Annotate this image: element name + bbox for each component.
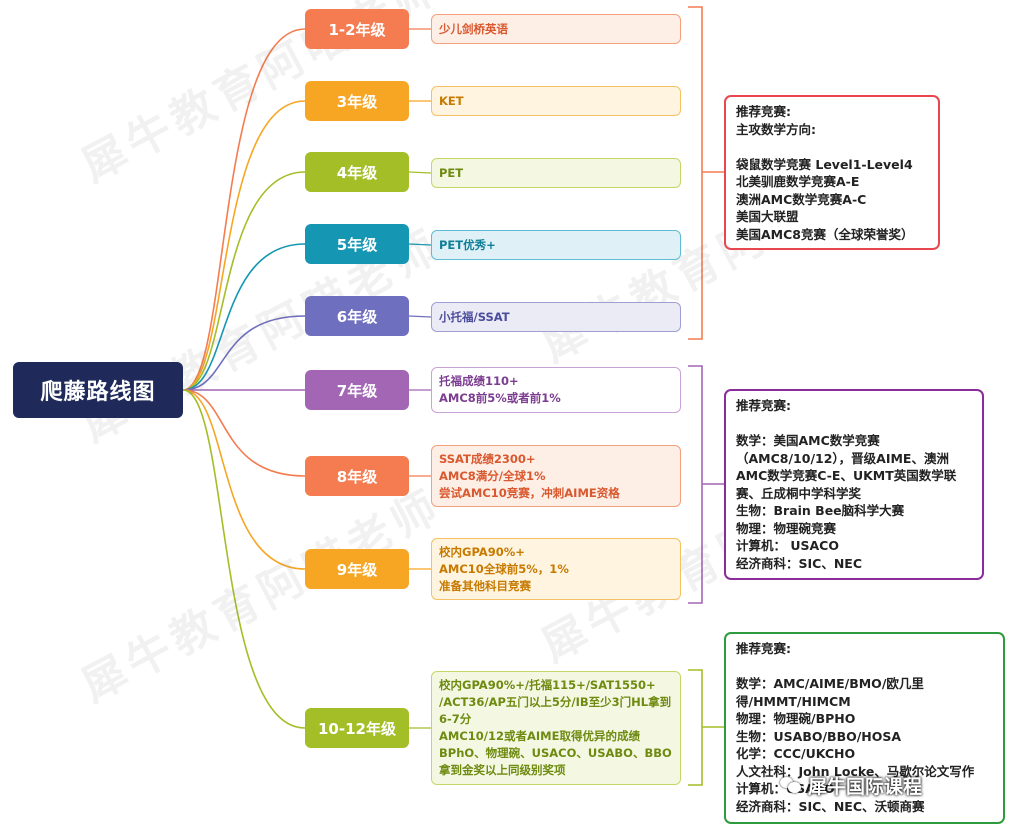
panel-line <box>736 415 972 433</box>
root-node: 爬藤路线图 <box>13 362 183 418</box>
panel-line: 美国大联盟 <box>736 209 799 224</box>
description-line: 准备其他科目竞赛 <box>439 578 531 593</box>
grade-node: 7年级 <box>305 370 409 410</box>
panel-line: 物理：物理碗/BPHO <box>736 711 856 726</box>
description-line: 尝试AMC10竞赛，冲刺AIME资格 <box>439 485 620 500</box>
desc-link <box>408 171 432 174</box>
grade-description: 校内GPA90%+ AMC10全球前5%，1% 准备其他科目竞赛 <box>431 538 681 600</box>
grade-description: KET <box>431 86 681 116</box>
description-line: 托福成绩110+ <box>439 374 519 388</box>
branch-line <box>182 171 306 391</box>
panel-line: AMC数学竞赛C-E、UKMT英国数学联 <box>736 468 957 483</box>
description-line: 拿到金奖以上同级别奖项 <box>439 763 566 777</box>
panel-line: 澳洲AMC数学竞赛A-C <box>736 191 867 207</box>
grade-node: 8年级 <box>305 456 409 496</box>
panel-line: 北美驯鹿数学竞赛A-E <box>736 174 860 189</box>
description-line: 少儿剑桥英语 <box>439 21 508 36</box>
panel-line: 赛、丘成桐中学科学奖 <box>736 485 862 501</box>
panel-line: 生物：USABO/BBO/HOSA <box>736 728 902 744</box>
grade-node: 6年级 <box>305 296 409 336</box>
branch-line <box>182 389 306 729</box>
description-line: BPhO、物理碗、USACO、USABO、BBO <box>439 746 672 760</box>
branch-line <box>182 243 306 391</box>
panel-line: 经济商科：SIC、NEC、沃顿商赛 <box>736 798 925 814</box>
desc-link <box>408 243 432 246</box>
panel-line: 化学：CCC/UKCHO <box>736 746 856 761</box>
grade-node: 4年级 <box>305 152 409 192</box>
grade-description: PET <box>431 158 681 188</box>
desc-link <box>408 315 432 318</box>
panel-line: 人文社科：John Locke、马歇尔论文写作 <box>736 763 975 779</box>
competition-panel: 推荐竞赛: 数学：AMC/AIME/BMO/欧几里得/HMMT/HIMCM 物理：… <box>724 632 1005 824</box>
grade-description: 校内GPA90%+/托福115+/SAT1550+ /ACT36/AP五门以上5分… <box>431 671 681 785</box>
panel-line: 数学：美国AMC数学竞赛 <box>736 433 880 448</box>
description-line: 小托福/SSAT <box>439 309 510 324</box>
description-line: AMC8前5%或者前1% <box>439 391 561 405</box>
description-line: /ACT36/AP五门以上5分/IB至少3门HL拿到 <box>439 695 672 709</box>
wechat-watermark: 犀牛国际课程 <box>780 772 922 798</box>
competition-panel: 推荐竞赛: 数学：美国AMC数学竞赛 （AMC8/10/12），晋级AIME、澳洲… <box>724 389 984 580</box>
grade-description: 少儿剑桥英语 <box>431 14 681 44</box>
branch-line <box>182 28 306 391</box>
branch-line <box>182 389 306 477</box>
panel-line: 推荐竞赛: <box>736 398 791 413</box>
panel-line: 计算机： USACO <box>736 538 839 553</box>
grade-description: SSAT成绩2300+ AMC8满分/全球1% 尝试AMC10竞赛，冲刺AIME资格 <box>431 445 681 507</box>
panel-line: 主攻数学方向: <box>736 121 816 137</box>
wechat-label: 犀牛国际课程 <box>808 775 923 798</box>
grade-description: 小托福/SSAT <box>431 302 681 332</box>
panel-line: 袋鼠数学竞赛 Level1-Level4 <box>736 156 913 172</box>
competition-panel: 推荐竞赛: 主攻数学方向: 袋鼠数学竞赛 Level1-Level4 北美驯鹿数学竞… <box>724 95 940 250</box>
panel-line: 计算机：USACO <box>736 781 835 796</box>
description-line: 校内GPA90%+ <box>439 544 525 559</box>
branch-line <box>182 315 306 391</box>
bracket <box>688 669 703 786</box>
branch-line <box>182 389 306 570</box>
bracket <box>688 6 703 340</box>
bracket <box>688 365 703 604</box>
grade-node: 1-2年级 <box>305 9 409 49</box>
panel-line: 得/HMMT/HIMCM <box>736 693 851 709</box>
panel-line: （AMC8/10/12），晋级AIME、澳洲 <box>736 450 949 466</box>
grade-node: 3年级 <box>305 81 409 121</box>
grade-node: 5年级 <box>305 224 409 264</box>
panel-line: 数学：AMC/AIME/BMO/欧几里 <box>736 676 924 691</box>
branch-line <box>182 100 306 391</box>
description-line: PET优秀+ <box>439 237 496 252</box>
description-line: AMC8满分/全球1% <box>439 468 546 483</box>
grade-node: 10-12年级 <box>305 708 409 748</box>
panel-line <box>736 658 993 676</box>
description-line: KET <box>439 93 464 108</box>
panel-line: 美国AMC8竞赛（全球荣誉奖） <box>736 226 914 242</box>
grade-node: 9年级 <box>305 549 409 589</box>
panel-line: 经济商科：SIC、NEC <box>736 555 863 571</box>
description-line: PET <box>439 165 464 180</box>
panel-line: 推荐竞赛: <box>736 641 791 656</box>
description-line: 校内GPA90%+/托福115+/SAT1550+ <box>439 678 656 692</box>
panel-line: 推荐竞赛: <box>736 104 791 119</box>
panel-line: 物理：物理碗竞赛 <box>736 520 837 536</box>
description-line: AMC10/12或者AIME取得优异的成绩 <box>439 729 640 743</box>
wechat-icon <box>780 776 802 794</box>
description-line: AMC10全球前5%，1% <box>439 561 569 576</box>
grade-description: 托福成绩110+ AMC8前5%或者前1% <box>431 367 681 413</box>
panel-line: 生物：Brain Bee脑科学大赛 <box>736 503 905 518</box>
description-line: 6-7分 <box>439 712 472 726</box>
grade-description: PET优秀+ <box>431 230 681 260</box>
description-line: SSAT成绩2300+ <box>439 451 536 466</box>
panel-line <box>736 138 928 156</box>
